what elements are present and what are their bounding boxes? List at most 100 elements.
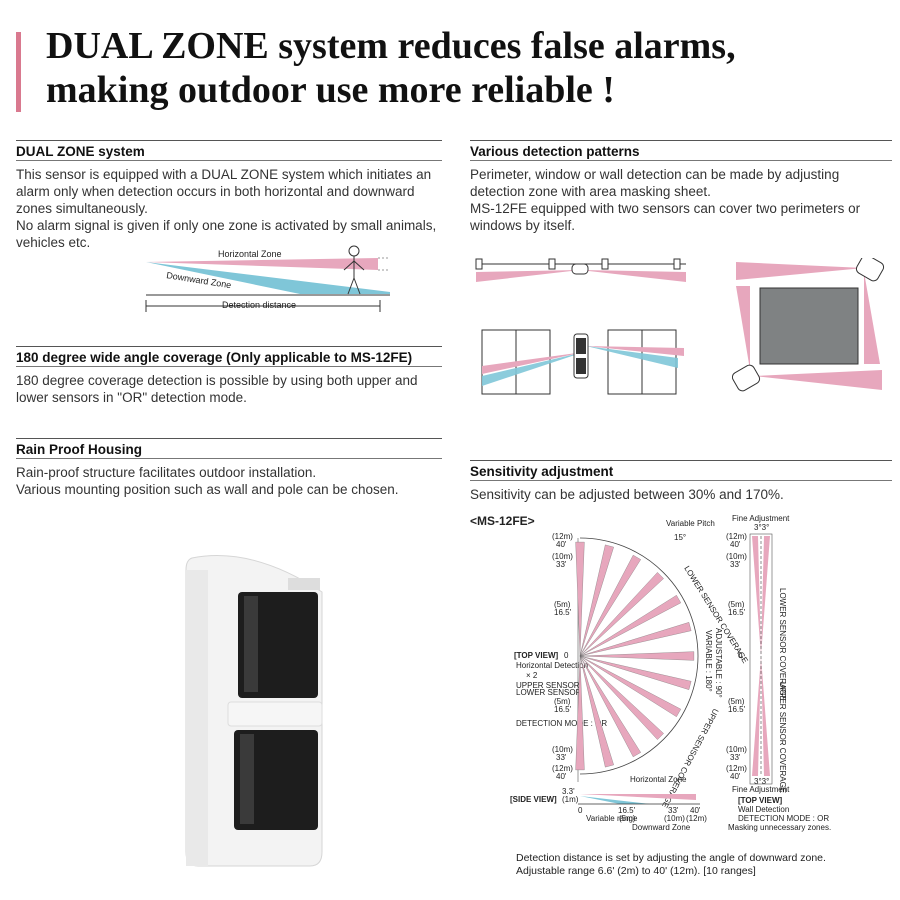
sensor-product-image	[185, 555, 323, 867]
right-tick-6-m: (10m)	[726, 745, 747, 754]
side-height-m: (1m)	[562, 795, 579, 804]
ms12fe-diagram: (12m) 40' (10m) 33' (5m) 16.5' 0 (5m) 16…	[510, 514, 831, 832]
left-tick-7-ft: 40'	[556, 772, 567, 781]
right-tick-2-ft: 33'	[730, 560, 741, 569]
left-tick-1-ft: 40'	[556, 540, 567, 549]
right-tick-1-ft: 40'	[730, 540, 741, 549]
wide-angle-body: 180 degree coverage detection is possibl…	[16, 373, 418, 405]
right-tick-2-m: (10m)	[726, 552, 747, 561]
sensor-icon	[571, 263, 589, 275]
upper-sensor-icon	[855, 258, 885, 282]
model-label: <MS-12FE>	[470, 514, 535, 528]
sensitivity-body: Sensitivity can be adjusted between 30% …	[470, 487, 784, 502]
variable-range-label: Variable range	[586, 814, 638, 823]
detection-beam	[579, 544, 614, 657]
left-tick-2-ft: 33'	[556, 560, 567, 569]
detection-mode-label: DETECTION MODE : OR	[516, 719, 607, 728]
right-tick-5-ft: 16.5'	[728, 705, 746, 714]
adjustable-angle-label: ADJUSTABLE : 90°	[714, 628, 723, 698]
patterns-title: Various detection patterns	[470, 140, 892, 161]
lower-sensor-lens	[234, 730, 318, 830]
detection-beam	[579, 655, 682, 717]
downward-zone-label: Downward Zone	[632, 823, 691, 832]
right-top-view-label: [TOP VIEW]	[738, 796, 782, 805]
detection-beam	[575, 655, 585, 771]
sensitivity-title: Sensitivity adjustment	[470, 460, 892, 481]
left-tick-1-m: (12m)	[552, 532, 573, 541]
detection-beam	[579, 655, 692, 690]
side-height-ft: 3.3'	[562, 787, 575, 796]
right-tick-3-m: (5m)	[728, 600, 745, 609]
side-tick-1: 16.5'	[618, 806, 636, 815]
wide-angle-section: 180 degree wide angle coverage (Only app…	[16, 346, 442, 406]
right-detection-mode-label: DETECTION MODE : OR	[738, 814, 829, 823]
rain-proof-body: Rain-proof structure facilitates outdoor…	[16, 464, 442, 498]
right-tick-5-m: (5m)	[728, 697, 745, 706]
patterns-paragraph-2: MS-12FE equipped with two sensors can co…	[470, 201, 861, 233]
detection-beam	[579, 655, 641, 758]
detection-beam	[575, 541, 585, 657]
left-tick-5-m: (5m)	[554, 697, 571, 706]
wide-angle-title: 180 degree wide angle coverage (Only app…	[16, 346, 442, 367]
dual-zone-paragraph-2: No alarm signal is given if only one zon…	[16, 218, 437, 250]
side-tick-3: 40'	[690, 806, 701, 815]
detection-beam	[579, 651, 695, 661]
patterns-body: Perimeter, window or wall detection can …	[470, 166, 892, 234]
pitch-value-label: 15°	[674, 533, 686, 542]
left-tick-5-ft: 16.5'	[554, 705, 572, 714]
ms12fe-caption: Detection distance is set by adjusting t…	[516, 852, 896, 878]
dual-zone-section: DUAL ZONE system This sensor is equipped…	[16, 140, 442, 251]
lower-sensor-icon	[732, 364, 761, 392]
window-detection-diagram	[481, 329, 684, 395]
left-tick-7-m: (12m)	[552, 764, 573, 773]
horizontal-zone-label: Horizontal Zone	[630, 775, 687, 784]
top-view-label: [TOP VIEW]	[514, 651, 558, 660]
sensitivity-section: Sensitivity adjustment Sensitivity can b…	[470, 460, 892, 503]
rain-proof-paragraph-2: Various mounting position such as wall a…	[16, 482, 399, 497]
headline-accent-bar	[16, 32, 21, 112]
left-tick-6-ft: 33'	[556, 753, 567, 762]
horizontal-zone-beam	[146, 258, 378, 270]
times-two-label: × 2	[526, 671, 538, 680]
fine-angles-top: 3°3°	[754, 523, 769, 532]
detection-beam	[579, 622, 692, 657]
right-tick-7-m: (12m)	[726, 764, 747, 773]
side-tick-3-m: (12m)	[686, 814, 707, 823]
side-tick-2-m: (10m)	[664, 814, 685, 823]
side-tick-1-m: (5m)	[619, 814, 636, 823]
coverage-arc	[579, 537, 699, 775]
wall-detection-diagram	[732, 258, 885, 392]
caption-line-2: Adjustable range 6.6' (2m) to 40' (12m).…	[516, 865, 756, 877]
detection-beam	[579, 554, 641, 657]
dual-zone-body: This sensor is equipped with a DUAL ZONE…	[16, 166, 442, 251]
right-tick-6-ft: 33'	[730, 753, 741, 762]
downward-zone-beam	[146, 262, 390, 294]
left-tick-3-m: (5m)	[554, 600, 571, 609]
headline-line-1: DUAL ZONE system reduces false alarms,	[46, 25, 736, 67]
right-tick-7-ft: 40'	[730, 772, 741, 781]
fine-adjustment-top: Fine Adjustment	[732, 514, 790, 523]
wall-detection-label: Wall Detection	[738, 805, 789, 814]
wall-area	[759, 287, 859, 365]
detection-fan	[575, 541, 695, 771]
right-tick-4-ft: 0	[738, 651, 743, 660]
detection-distance-label: Detection distance	[222, 300, 296, 310]
left-axis: (12m) 40' (10m) 33' (5m) 16.5' 0 (5m) 16…	[552, 532, 579, 782]
right-lower-coverage-label: LOWER SENSOR COVERAGE	[778, 588, 787, 701]
patterns-paragraph-1: Perimeter, window or wall detection can …	[470, 167, 840, 199]
patterns-section: Various detection patterns Perimeter, wi…	[470, 140, 892, 234]
dual-zone-paragraph-1: This sensor is equipped with a DUAL ZONE…	[16, 167, 432, 216]
right-tick-1-m: (12m)	[726, 532, 747, 541]
variable-pitch-label: Variable Pitch	[666, 519, 715, 528]
left-tick-4-ft: 0	[564, 651, 569, 660]
right-tick-3-ft: 16.5'	[728, 608, 746, 617]
page-headline: DUAL ZONE system reduces false alarms, m…	[46, 24, 886, 112]
side-tick-2: 33'	[668, 806, 679, 815]
lower-sensor-label: LOWER SENSOR	[516, 688, 582, 697]
rain-proof-title: Rain Proof Housing	[16, 438, 442, 459]
detection-beam	[579, 655, 614, 768]
fine-angles-bottom: 3°3°	[754, 777, 769, 786]
detection-beam	[579, 572, 664, 657]
side-view-label: [SIDE VIEW]	[510, 795, 557, 804]
horizontal-detection-label: Horizontal Detection	[516, 661, 588, 670]
